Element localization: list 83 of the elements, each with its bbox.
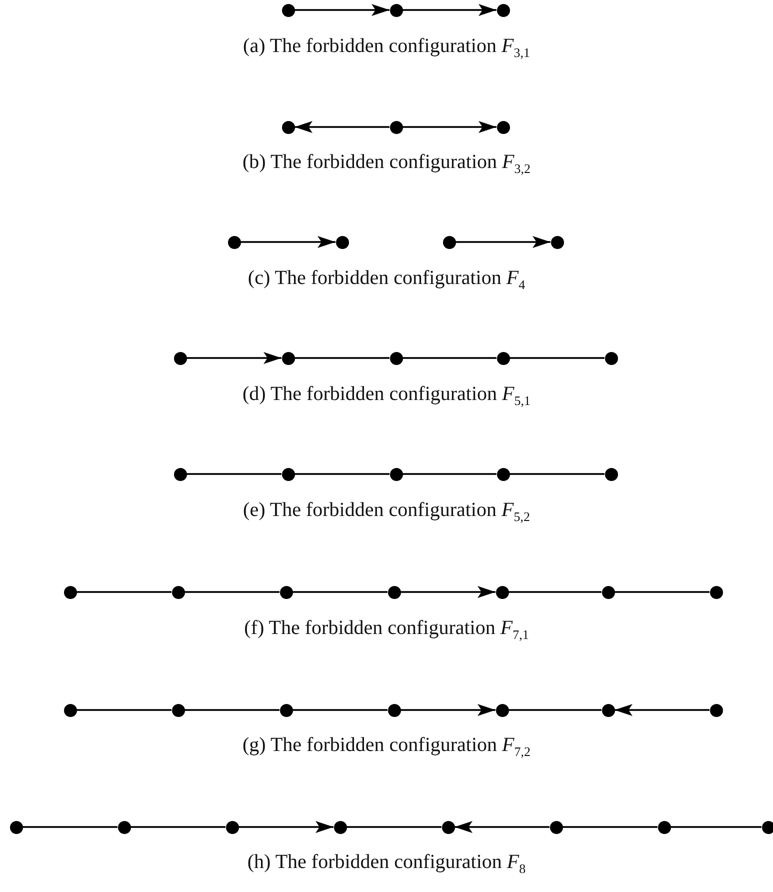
node-dot bbox=[10, 820, 22, 834]
node-dot bbox=[762, 820, 773, 834]
node-dot bbox=[442, 820, 454, 834]
connector-line bbox=[292, 591, 388, 593]
node-dot bbox=[172, 586, 184, 598]
node-dot bbox=[64, 586, 76, 598]
connector-line bbox=[402, 473, 496, 475]
arrow bbox=[186, 352, 282, 364]
node-dot bbox=[496, 704, 508, 716]
node-dot bbox=[496, 4, 510, 16]
connector-line bbox=[346, 826, 442, 828]
node-dot bbox=[602, 586, 614, 598]
figure-caption: (a) The forbidden configuration F$_{3,1}$ bbox=[243, 35, 530, 57]
arrow bbox=[402, 121, 496, 133]
connector-line bbox=[76, 591, 172, 593]
figure-caption: (f) The forbidden configuration F$_{7,1}$ bbox=[244, 617, 529, 639]
node-dot bbox=[550, 820, 562, 834]
arrow bbox=[240, 236, 336, 248]
arrow bbox=[294, 121, 390, 133]
arrow bbox=[614, 704, 710, 716]
node-dot bbox=[172, 704, 184, 716]
node-dot bbox=[496, 120, 510, 134]
node-dot bbox=[280, 586, 292, 598]
node-dot bbox=[64, 704, 76, 716]
connector-line bbox=[184, 709, 280, 711]
node-dot bbox=[390, 468, 402, 480]
node-dot bbox=[496, 586, 508, 598]
connector-line bbox=[292, 709, 388, 711]
connector-line bbox=[130, 826, 226, 828]
node-dot bbox=[174, 352, 186, 364]
node-dot bbox=[336, 236, 348, 248]
node-dot bbox=[604, 468, 618, 480]
node-dot bbox=[226, 820, 238, 834]
connector-line bbox=[22, 826, 118, 828]
connector-line bbox=[670, 826, 762, 828]
node-dot bbox=[390, 352, 402, 364]
node-dot bbox=[390, 4, 402, 16]
node-dot bbox=[442, 236, 456, 248]
node-dot bbox=[550, 236, 564, 248]
arrow bbox=[400, 704, 496, 716]
connector-line bbox=[186, 473, 282, 475]
connector-line bbox=[508, 591, 602, 593]
node-dot bbox=[602, 704, 614, 716]
figure-caption: (b) The forbidden configuration F$_{3,2}$ bbox=[242, 151, 531, 173]
node-dot bbox=[388, 586, 400, 598]
node-dot bbox=[280, 704, 292, 716]
node-dot bbox=[282, 120, 294, 134]
node-dot bbox=[118, 820, 130, 834]
node-dot bbox=[282, 468, 294, 480]
node-dot bbox=[604, 352, 618, 364]
node-dot bbox=[334, 820, 346, 834]
connector-line bbox=[294, 473, 390, 475]
connector-line bbox=[508, 709, 602, 711]
connector-line bbox=[510, 473, 604, 475]
figure-caption: (e) The forbidden configuration F$_{5,2}$ bbox=[243, 499, 530, 521]
arrow bbox=[456, 236, 550, 248]
figure-caption: (c) The forbidden configuration F$_{4}$ bbox=[248, 267, 526, 289]
arrow bbox=[294, 4, 390, 16]
node-dot bbox=[496, 468, 510, 480]
figure-caption: (g) The forbidden configuration F$_{7,2}$ bbox=[242, 734, 531, 756]
node-dot bbox=[228, 236, 240, 248]
node-dot bbox=[282, 352, 294, 364]
connector-line bbox=[76, 709, 172, 711]
node-dot bbox=[282, 4, 294, 16]
arrow bbox=[402, 4, 496, 16]
node-dot bbox=[388, 704, 400, 716]
node-dot bbox=[658, 820, 670, 834]
node-dot bbox=[174, 468, 186, 480]
arrow bbox=[454, 821, 550, 833]
connector-line bbox=[614, 591, 710, 593]
connector-line bbox=[562, 826, 658, 828]
figure-caption: (d) The forbidden configuration F$_{5,1}$ bbox=[242, 383, 531, 405]
arrow bbox=[400, 586, 496, 598]
node-dot bbox=[710, 586, 722, 598]
node-dot bbox=[390, 120, 402, 134]
arrow bbox=[238, 821, 334, 833]
connector-line bbox=[294, 357, 390, 359]
connector-line bbox=[184, 591, 280, 593]
node-dot bbox=[710, 704, 722, 716]
connector-line bbox=[402, 357, 496, 359]
node-dot bbox=[496, 352, 510, 364]
connector-line bbox=[510, 357, 604, 359]
figure-caption: (h) The forbidden configuration F$_{8}$ bbox=[247, 851, 526, 873]
